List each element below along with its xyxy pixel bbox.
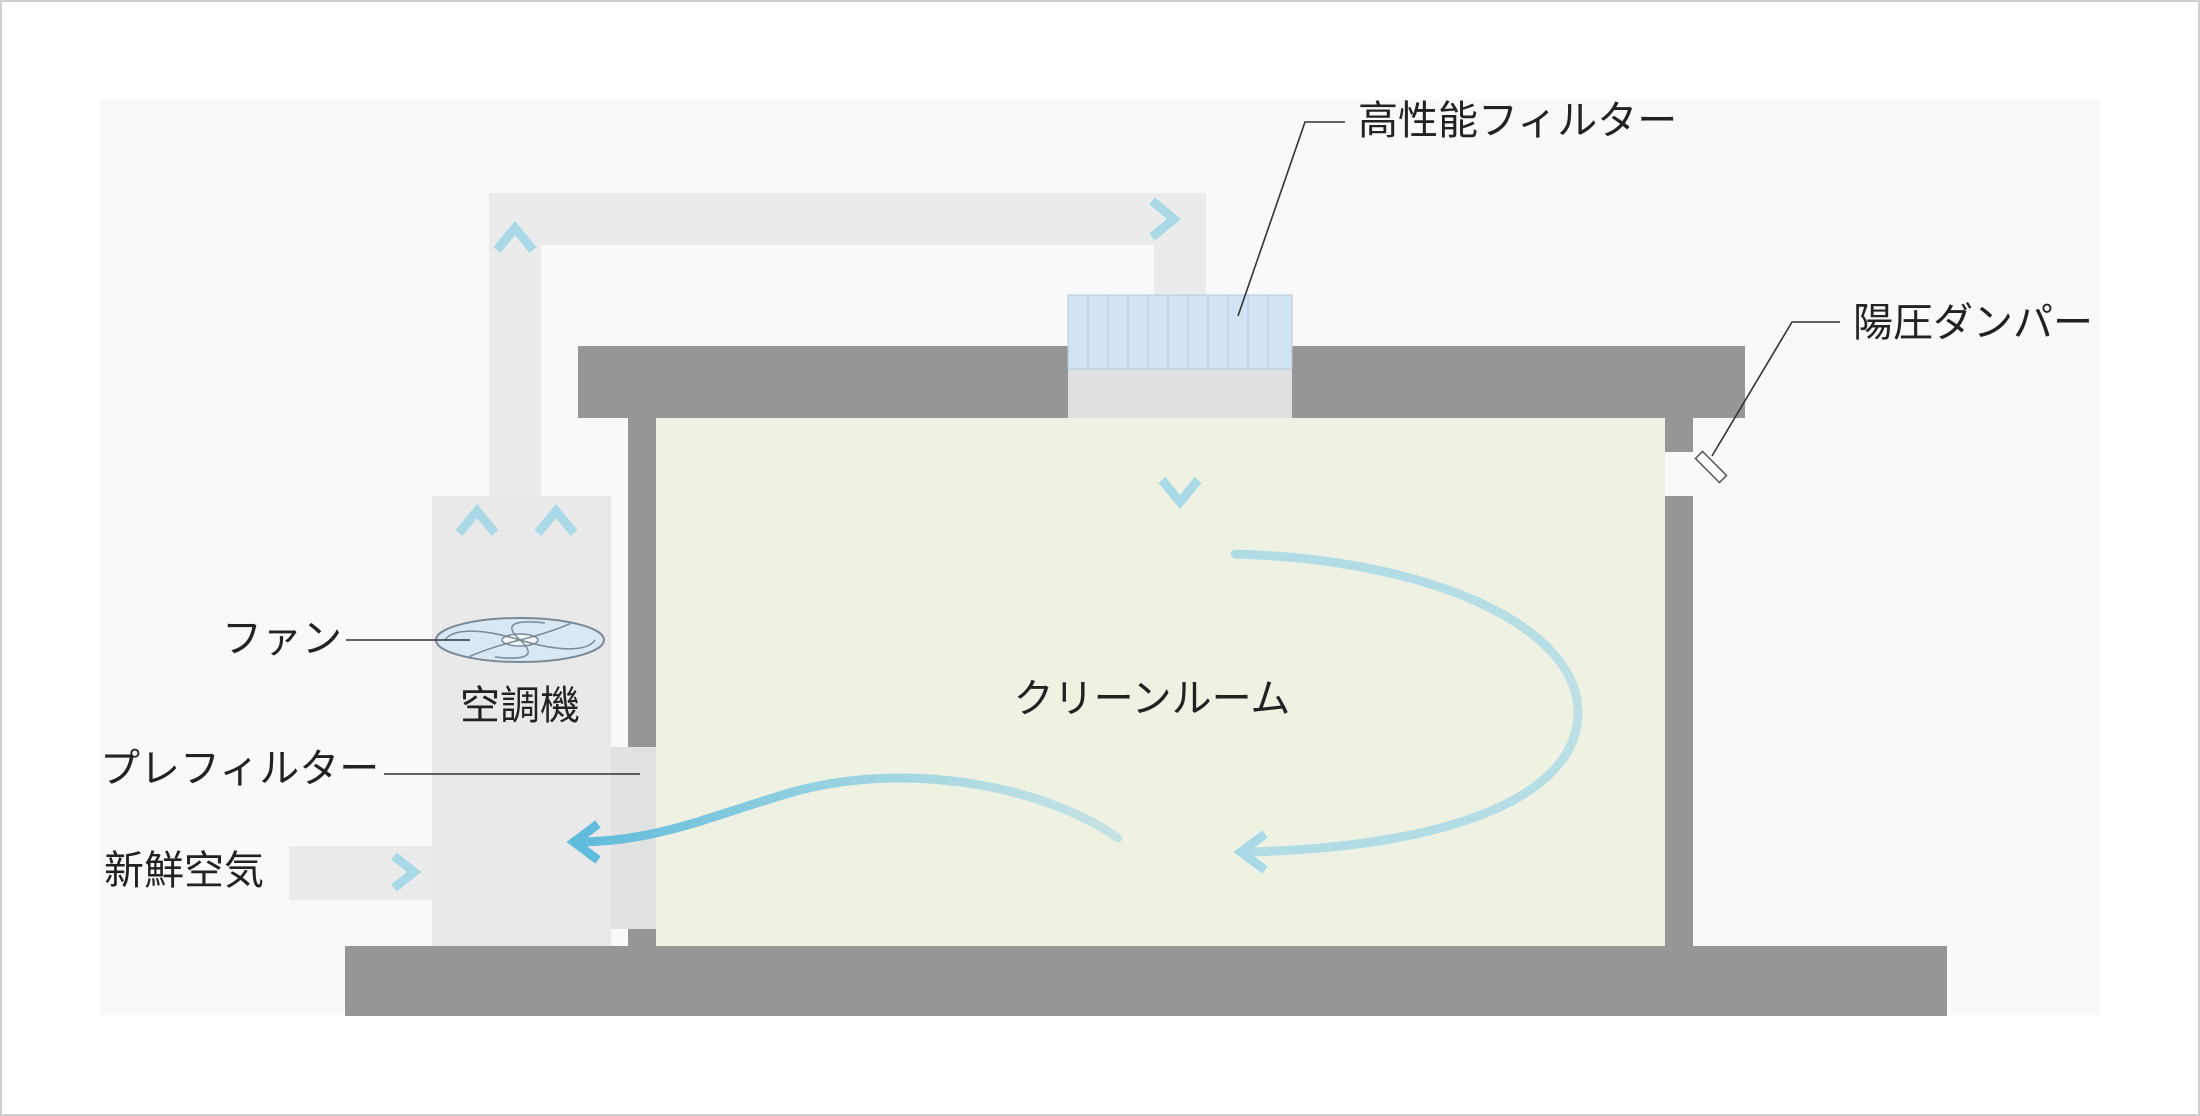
airflow-drop-arrow [1158,262,1202,510]
air-handler-unit [432,496,611,946]
label-hepa-filter: 高性能フィルター [1358,98,1677,144]
label-damper: 陽圧ダンパー [1853,300,2093,346]
label-clean-room: クリーンルーム [1014,676,1291,722]
leader-damper [1711,321,1840,457]
clean-room-area [656,418,1665,946]
label-air-handler: 空調機 [460,683,580,729]
fan-icon [435,617,605,663]
airflow-riser-arrow [493,220,537,470]
fresh-air-arrow [300,852,422,892]
airflow-handler-arrow-right [534,503,578,600]
damper-gap [1665,452,1693,496]
airflow-top-duct-arrow [520,197,1182,241]
label-pre-filter: プレフィルター [100,746,379,792]
room-return-arrow [566,773,1123,864]
room-circulation-arrow [1230,549,1583,874]
right-wall-top [1665,418,1693,452]
leader-hepa-filter [1237,121,1345,317]
right-wall-lower [1665,496,1693,946]
floor-slab [345,946,1947,1016]
label-fan: ファン [222,616,342,662]
label-fresh-air: 新鮮空気 [104,848,264,894]
airflow-handler-arrow-left [455,503,499,600]
damper-icon [1694,450,1728,484]
